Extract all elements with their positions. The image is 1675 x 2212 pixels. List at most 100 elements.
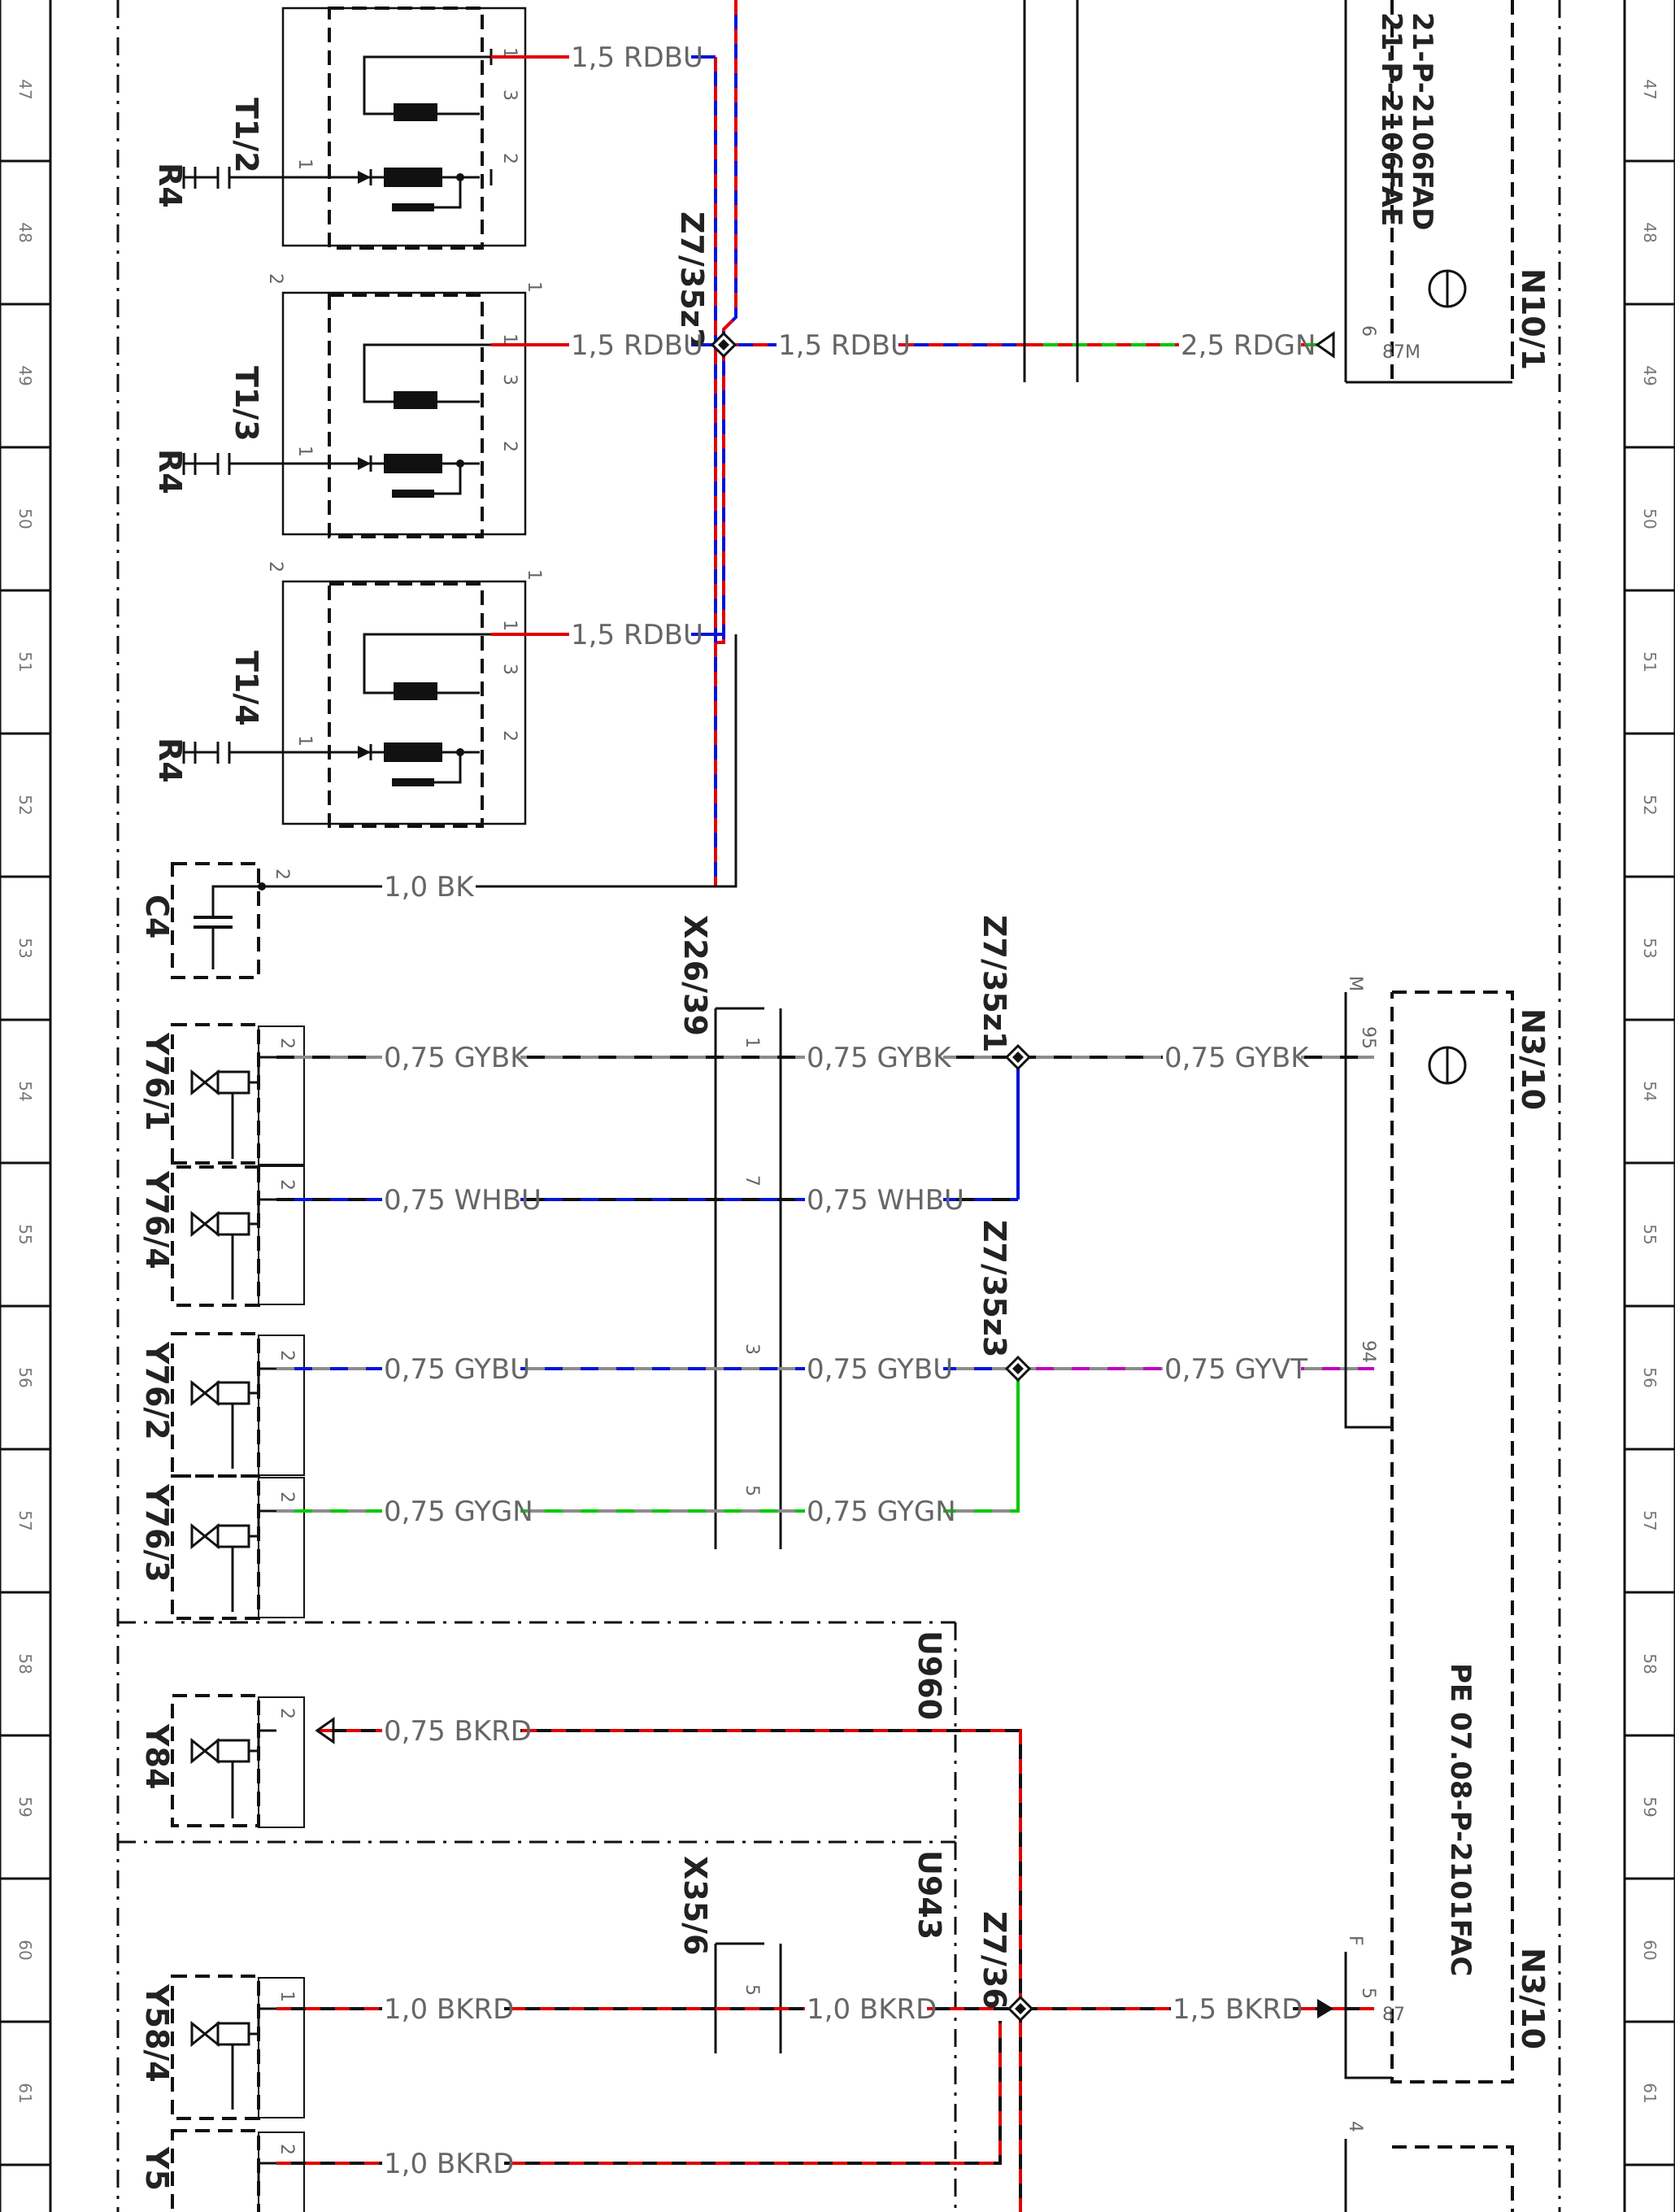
valve-y84: 2 bbox=[171, 1694, 305, 1828]
rail-number: 52 bbox=[15, 795, 35, 815]
wire-label-y762-l: 0,75 GYBU bbox=[384, 1353, 530, 1386]
z7-36-label: Z7/36 bbox=[977, 1911, 1012, 2010]
r4-label: R4 bbox=[152, 163, 188, 208]
wire-label-y763-r: 0,75 GYGN bbox=[807, 1496, 956, 1528]
pin-label: 1 bbox=[294, 446, 315, 457]
rail-number: 50 bbox=[1640, 508, 1660, 529]
rail-number: 49 bbox=[15, 365, 35, 385]
splice-z7-35z1 bbox=[1004, 1043, 1032, 1071]
pin-label: 2 bbox=[276, 1491, 297, 1503]
connector-x26-39: 1 7 3 5 bbox=[714, 1007, 782, 1549]
rail-number: 58 bbox=[15, 1653, 35, 1674]
pin-label: 2 bbox=[272, 869, 292, 880]
wire-label-n310-94: 0,75 GYVT bbox=[1164, 1353, 1307, 1386]
pin-label: 2 bbox=[276, 2144, 297, 2155]
pin-label: 5 bbox=[1358, 1988, 1378, 1999]
y76-4-label: Y76/4 bbox=[139, 1170, 175, 1269]
wire-whbu bbox=[276, 1057, 1020, 1201]
rail-number: 58 bbox=[1640, 1653, 1660, 1674]
valve-y76-1: 2 bbox=[171, 1023, 305, 1169]
valve-y76-4: 2 bbox=[171, 1161, 305, 1307]
pin-label: 87 bbox=[1382, 2005, 1405, 2025]
u943-label: U943 bbox=[911, 1850, 947, 1940]
rail-number: 54 bbox=[15, 1081, 35, 1101]
module-t1-3: 1 3 2 1 2 1 bbox=[265, 273, 544, 538]
pin-label: 1 bbox=[499, 333, 520, 345]
pin-label: 1 bbox=[524, 281, 544, 293]
n10-1-label: N10/1 bbox=[1515, 268, 1551, 370]
rail-number: 60 bbox=[15, 1940, 35, 1960]
z7-35z3-label: Z7/35z3 bbox=[977, 1220, 1012, 1357]
pin-label: 3 bbox=[499, 89, 520, 101]
wire-label-y764-l: 0,75 WHBU bbox=[384, 1184, 542, 1217]
z7-35z1-label: Z7/35z1 bbox=[977, 915, 1012, 1052]
wire-label-t13: 1,5 RDBU bbox=[571, 329, 703, 362]
rail-number: 51 bbox=[15, 651, 35, 672]
rail-number: 56 bbox=[15, 1367, 35, 1387]
rail-number: 56 bbox=[1640, 1367, 1660, 1387]
rail-number: 60 bbox=[1640, 1940, 1660, 1960]
pin-label: 2 bbox=[499, 441, 520, 452]
wire-label-y764-r: 0,75 WHBU bbox=[807, 1184, 964, 1217]
wire-label-y84: 0,75 BKRD bbox=[384, 1715, 532, 1748]
pin-label: 2 bbox=[276, 1038, 297, 1049]
wire-label-y762-r: 0,75 GYBU bbox=[807, 1353, 953, 1386]
wire-label-n310-95: 0,75 GYBK bbox=[1164, 1042, 1310, 1074]
wire-label-y584-r: 1,0 BKRD bbox=[807, 1993, 937, 2026]
pin-label: 4 bbox=[1345, 2121, 1365, 2132]
wire-label-y761-r: 0,75 GYBK bbox=[807, 1042, 952, 1074]
rail-number: 49 bbox=[1640, 365, 1660, 385]
t1-3-label: T1/3 bbox=[228, 366, 264, 442]
t1-2-label: T1/2 bbox=[228, 98, 264, 173]
valve-y5x: 2 bbox=[171, 2129, 305, 2212]
y84-arrow-icon bbox=[315, 1717, 335, 1744]
rail-number: 59 bbox=[1640, 1796, 1660, 1817]
y84-label: Y84 bbox=[139, 1723, 175, 1789]
middle-harness-border bbox=[1023, 0, 1079, 382]
pin-label: 3 bbox=[742, 1343, 762, 1355]
wire-label-c4: 1,0 BK bbox=[384, 871, 475, 904]
pin-label: 6 bbox=[1358, 325, 1378, 337]
wire-label-y761-l: 0,75 GYBK bbox=[384, 1042, 529, 1074]
rail-number: 47 bbox=[1640, 79, 1660, 99]
pin-label: 5 bbox=[742, 1485, 762, 1496]
module-n10-1: 6 87M bbox=[1315, 0, 1514, 384]
module-t1-2: 1 3 2 1 bbox=[281, 7, 527, 250]
rail-number: 53 bbox=[1640, 938, 1660, 958]
module-n3-10: M 95 94 F 5 87 4 bbox=[1317, 976, 1514, 2212]
c4-label: C4 bbox=[139, 895, 175, 938]
z7-35z2-label: Z7/35z2 bbox=[674, 211, 710, 349]
y5x-label: Y5 bbox=[139, 2146, 175, 2191]
pin-label: 1 bbox=[742, 1037, 762, 1048]
wire-label-y763-l: 0,75 GYGN bbox=[384, 1496, 533, 1528]
y76-3-label: Y76/3 bbox=[139, 1483, 175, 1583]
pin-label: 2 bbox=[276, 1708, 297, 1719]
r4-connector-2 bbox=[182, 453, 315, 475]
pin-label: 1 bbox=[524, 569, 544, 581]
valve-y58-4: 1 bbox=[171, 1975, 305, 2120]
wire-c4 bbox=[262, 634, 737, 888]
wire-label-n10-in: 2,5 RDGN bbox=[1181, 329, 1316, 362]
pin-label: 95 bbox=[1358, 1026, 1378, 1049]
pin-label: 2 bbox=[265, 561, 285, 573]
connector-x35-6: 5 bbox=[714, 1942, 782, 2053]
wire-labels: 1,5 RDBU 1,5 RDBU 1,5 RDBU 1,5 RDBU 2,5 … bbox=[382, 41, 1316, 2180]
splice-z7-35z2 bbox=[710, 331, 737, 359]
pin-label: 5 bbox=[742, 1984, 762, 1996]
r4-label: R4 bbox=[152, 738, 188, 783]
pin-label: 2 bbox=[276, 1350, 297, 1361]
rail-number: 55 bbox=[1640, 1224, 1660, 1244]
splice-z7-35z3 bbox=[1004, 1355, 1032, 1382]
pin-label: 2 bbox=[499, 730, 520, 742]
rail-number: 61 bbox=[1640, 2083, 1660, 2103]
y76-1-label: Y76/1 bbox=[139, 1032, 175, 1131]
valve-y76-3: 2 bbox=[171, 1474, 305, 1620]
pin-label: 2 bbox=[499, 153, 520, 164]
rail-number: 50 bbox=[15, 508, 35, 529]
rail-number: 48 bbox=[15, 222, 35, 242]
r4-connector-1 bbox=[182, 167, 315, 189]
valve-y76-2: 2 bbox=[171, 1332, 305, 1478]
pin-label: M bbox=[1345, 976, 1365, 991]
wire-label-t14: 1,5 RDBU bbox=[571, 619, 703, 651]
